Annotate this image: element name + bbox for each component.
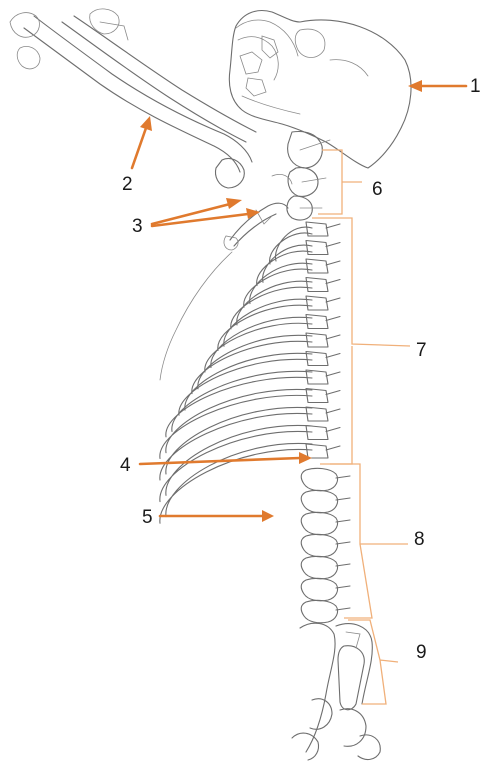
rib <box>218 299 312 350</box>
rib <box>160 443 312 523</box>
label-7: 7 <box>416 340 427 361</box>
thoracic-vertebra <box>306 278 340 292</box>
lumbar-vertebra <box>301 468 350 490</box>
label-1: 1 <box>470 76 481 97</box>
arrow-2 <box>132 116 152 168</box>
arrow-5 <box>160 510 274 522</box>
lumbar-vertebrae <box>301 468 350 622</box>
cervical-vertebrae <box>272 132 330 220</box>
rib <box>160 389 312 458</box>
skull <box>229 11 411 168</box>
thoracic-vertebra <box>306 333 340 347</box>
arrow-3 <box>152 198 260 226</box>
label-8: 8 <box>414 529 425 550</box>
arrow-1 <box>408 80 466 92</box>
thoracic-vertebra <box>306 296 340 310</box>
clavicle-region <box>224 203 288 250</box>
rib-cage <box>160 227 312 523</box>
lumbar-vertebra <box>301 512 350 534</box>
rib <box>166 371 312 436</box>
thoracic-vertebra <box>306 241 340 255</box>
thoracic-vertebra <box>306 259 340 273</box>
label-5: 5 <box>142 507 153 528</box>
bracket-9 <box>348 620 398 704</box>
skeleton-drawing <box>10 9 411 760</box>
lumbar-vertebra <box>301 600 350 622</box>
thoracic-vertebra <box>306 444 340 458</box>
lumbar-vertebra <box>301 490 350 512</box>
rib <box>179 353 312 415</box>
label-3: 3 <box>132 216 143 237</box>
sternum <box>160 252 232 380</box>
bracket-6 <box>318 150 362 214</box>
bracket-8 <box>330 464 408 618</box>
lumbar-vertebra <box>301 578 350 600</box>
thoracic-vertebra <box>306 426 340 440</box>
lumbar-vertebra <box>301 534 350 556</box>
label-9: 9 <box>416 642 427 663</box>
thoracic-vertebrae <box>306 222 340 458</box>
label-2: 2 <box>122 174 133 195</box>
label-4: 4 <box>120 455 131 476</box>
annotations: 1 2 3 4 5 6 7 8 9 <box>120 76 481 704</box>
label-6: 6 <box>372 179 383 200</box>
thoracic-vertebra <box>306 315 340 329</box>
pelvis <box>292 623 380 760</box>
forelimb <box>10 9 256 188</box>
lumbar-vertebra <box>301 556 350 578</box>
